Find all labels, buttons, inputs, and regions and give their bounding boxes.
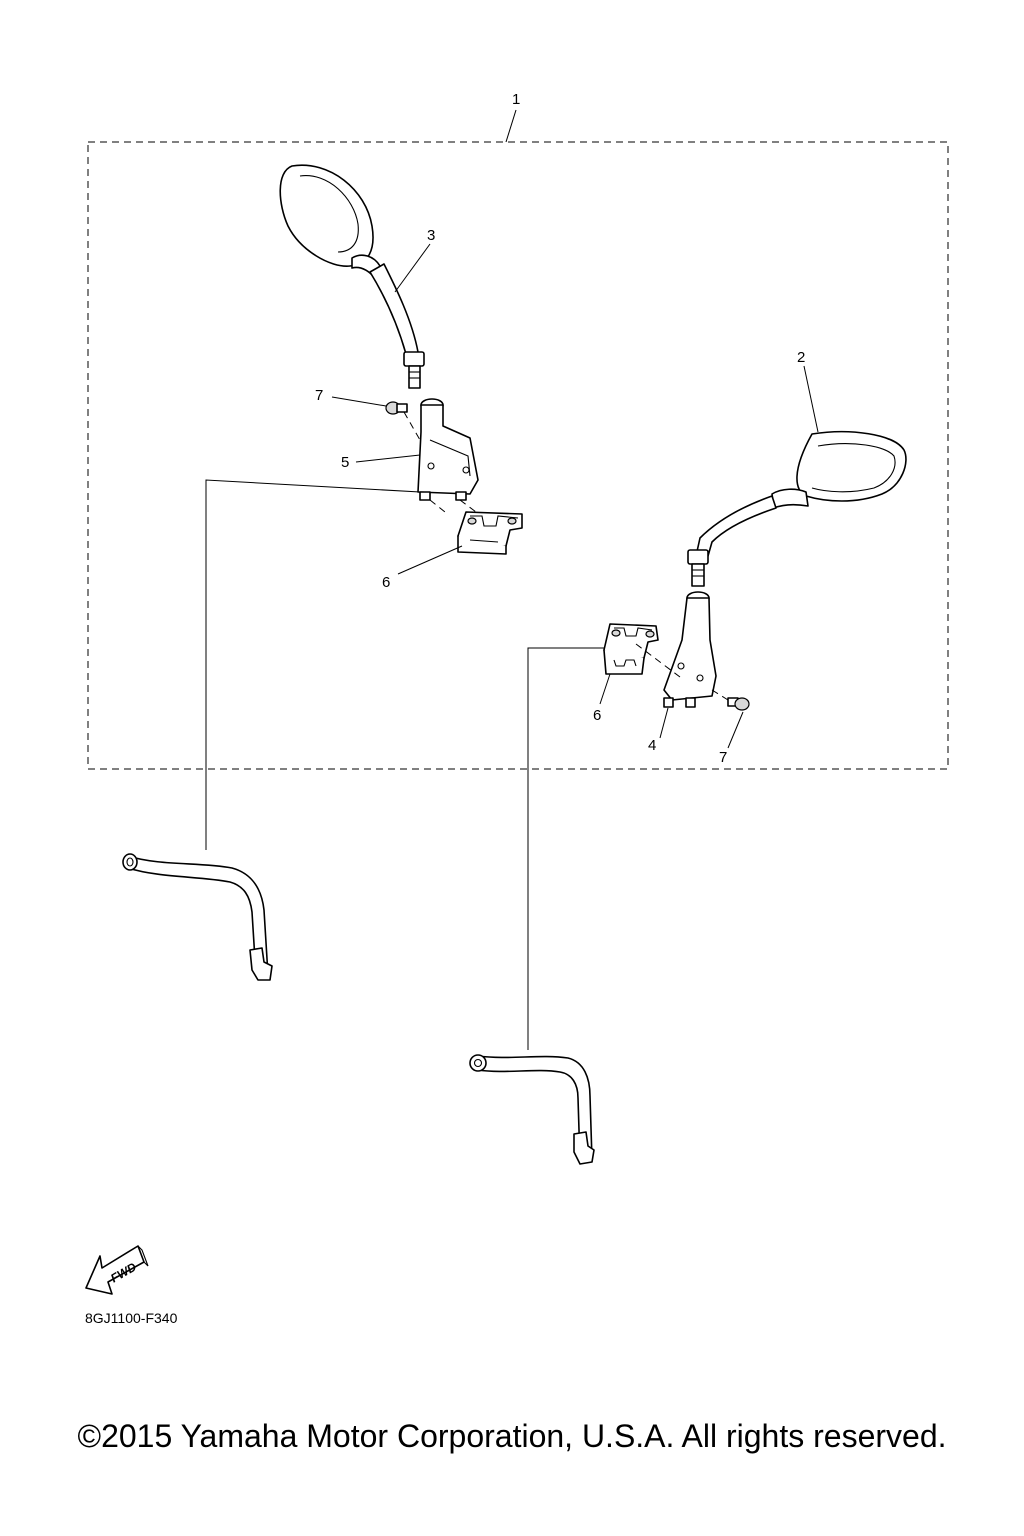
right-handlebar[interactable] [469,1054,595,1165]
callout-2: 2 [797,349,805,366]
left-clamp[interactable] [457,511,523,555]
right-clamp[interactable] [603,623,659,675]
callout-5: 5 [341,454,349,471]
callout-6-right: 6 [593,707,601,724]
callout-7-right: 7 [719,749,727,766]
callout-1: 1 [512,91,520,108]
right-bracket[interactable] [663,591,717,708]
callout-7-left: 7 [315,387,323,404]
right-mirror[interactable] [687,430,907,587]
callout-6-left: 6 [382,574,390,591]
left-bracket[interactable] [417,398,479,501]
diagram-code: 8GJ1100-F340 [85,1310,178,1326]
callout-4: 4 [648,737,656,754]
forward-arrow-icon: FWD [85,1245,149,1295]
callout-3: 3 [427,227,435,244]
left-handlebar[interactable] [122,853,273,981]
copyright-notice: ©2015 Yamaha Motor Corporation, U.S.A. A… [77,1418,947,1454]
left-bolt[interactable] [385,401,408,415]
right-bolt[interactable] [727,697,750,711]
left-mirror[interactable] [279,164,425,389]
